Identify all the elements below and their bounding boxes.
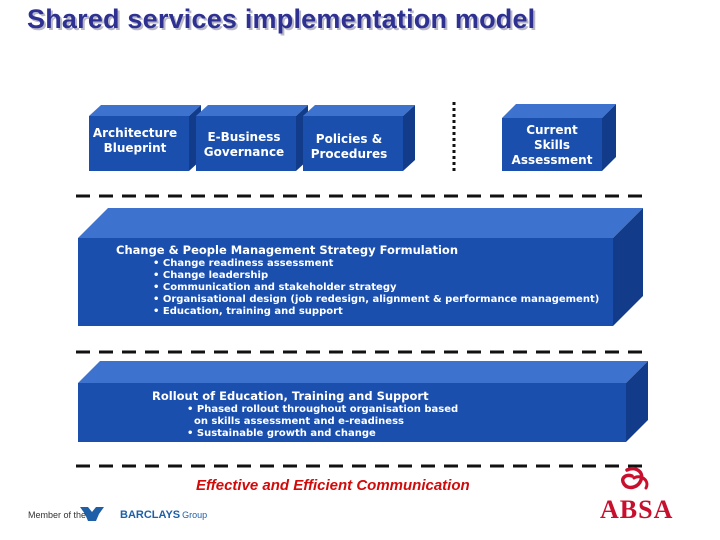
bullet-item: • Change leadership	[153, 270, 269, 281]
box-architecture-blueprint: Architecture Blueprint	[89, 116, 181, 166]
bullet-item: • Communication and stakeholder strategy	[153, 282, 397, 293]
box-line: Governance	[203, 145, 285, 159]
change-panel-heading: Change & People Management Strategy Form…	[116, 243, 459, 257]
panel-change-management-shape	[78, 208, 643, 326]
box-line: Blueprint	[103, 141, 167, 155]
absa-logo-text: ABSA	[600, 495, 674, 524]
bullet-item: • Sustainable growth and change	[187, 428, 376, 439]
cube-current-skills-assessment	[502, 104, 616, 171]
rollout-panel-heading: Rollout of Education, Training and Suppo…	[152, 389, 429, 403]
footer-communication: Effective and Efficient Communication	[196, 477, 470, 494]
panel-rollout-shape	[78, 361, 648, 442]
box-policies-procedures: Policies & Procedures	[303, 116, 395, 178]
bullet-item: • Change readiness assessment	[153, 258, 334, 269]
box-e-business-governance: E-Business Governance	[196, 116, 292, 174]
member-suffix: Group	[182, 510, 208, 520]
member-prefix: Member of the	[28, 510, 87, 520]
barclays-member-badge: Member of the BARCLAYS Group	[28, 509, 207, 521]
page-title: Shared services implementation model	[27, 4, 536, 34]
absa-logo-emblem	[620, 467, 649, 490]
bullet-item: on skills assessment and e-readiness	[187, 416, 404, 427]
bullet-item: • Phased rollout throughout organisation…	[187, 404, 459, 415]
box-line: Skills	[533, 137, 571, 152]
box-line: Assessment	[511, 152, 593, 167]
box-line: Architecture	[92, 126, 178, 140]
bullet-item: • Education, training and support	[153, 306, 343, 317]
bullet-item: • Organisational design (job redesign, a…	[153, 294, 600, 305]
box-line: Policies &	[315, 132, 383, 146]
box-line: Current	[526, 122, 578, 137]
box-line: Procedures	[310, 147, 388, 161]
box-current-skills-assessment: Current Skills Assessment	[502, 118, 602, 172]
change-panel-bullets: • Change readiness assessment • Change l…	[153, 258, 599, 318]
barclays-eagle-icon	[80, 507, 104, 521]
box-line: E-Business	[207, 130, 281, 144]
cube-policies-procedures	[303, 105, 415, 171]
rollout-panel-bullets: • Phased rollout throughout organisation…	[187, 404, 458, 440]
barclays-brand: BARCLAYS	[120, 509, 181, 521]
